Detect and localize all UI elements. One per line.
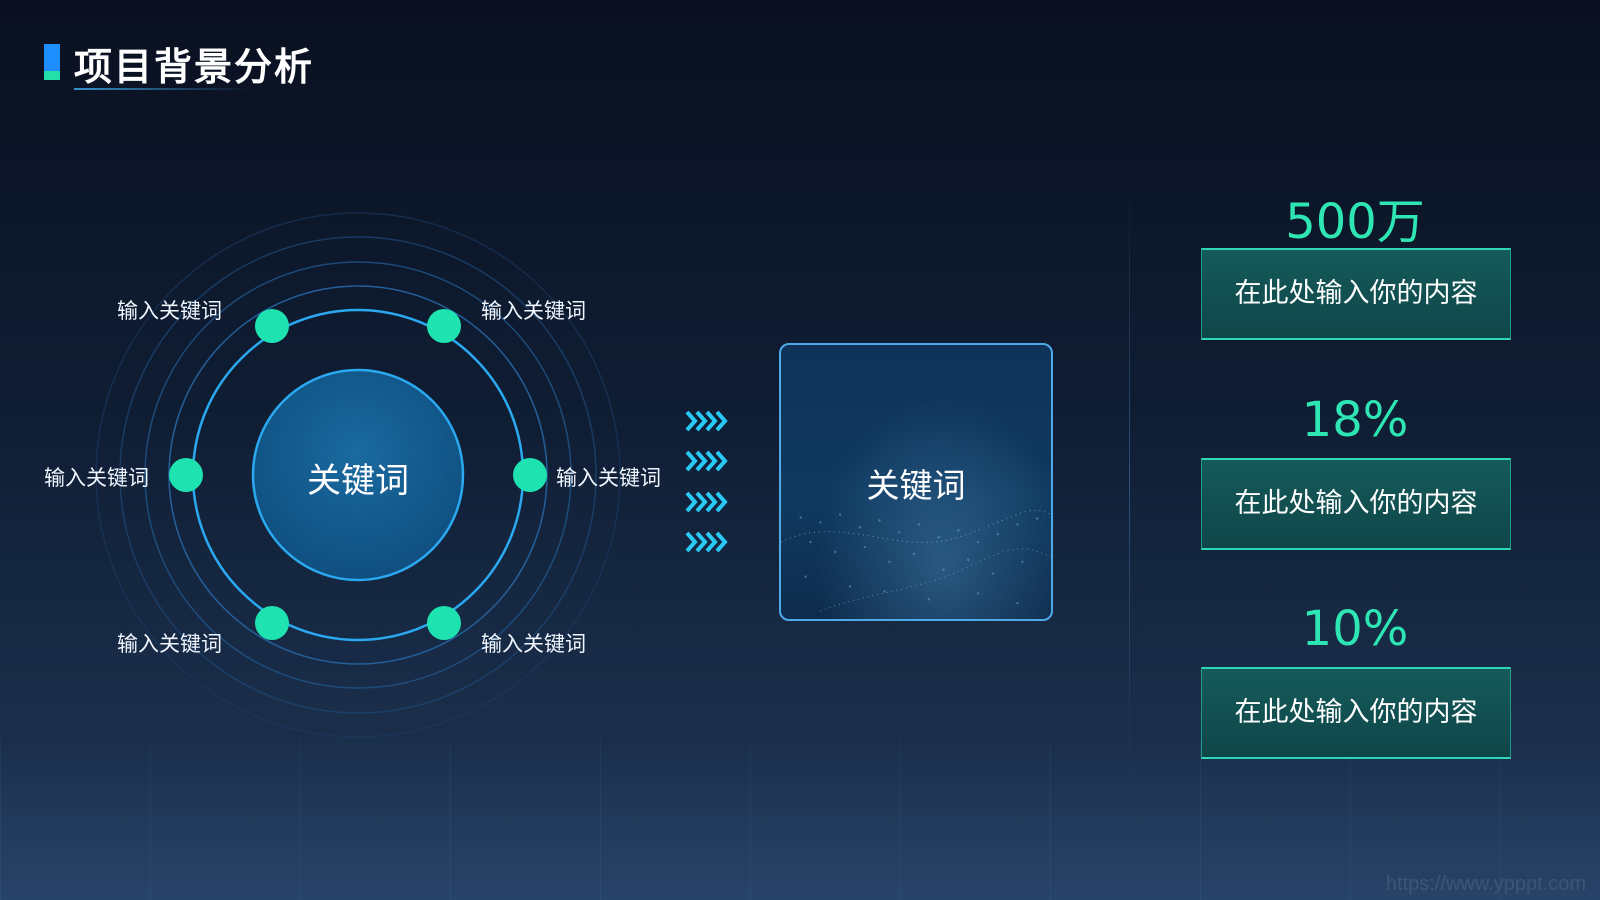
stat-value-3: 10% — [1301, 601, 1409, 657]
vertical-divider — [1129, 172, 1130, 787]
stat-value-1: 500万 — [1285, 194, 1425, 250]
keyword-label-top-left: 输入关键词 — [117, 299, 222, 323]
card-keyword: 关键词 — [866, 466, 966, 505]
title-underline — [74, 88, 249, 90]
keyword-label-top-right: 输入关键词 — [481, 299, 586, 323]
keyword-circle-diagram: 关键词 — [80, 200, 640, 750]
stat-box-2: 在此处输入你的内容 — [1201, 458, 1511, 550]
chevron-right-icon — [685, 409, 733, 437]
outer-ring-4 — [119, 236, 597, 714]
keyword-node — [255, 606, 289, 640]
keyword-label-right: 输入关键词 — [556, 466, 661, 490]
keyword-label-left: 输入关键词 — [44, 466, 149, 490]
keyword-node — [513, 458, 547, 492]
stat-box-1: 在此处输入你的内容 — [1201, 248, 1511, 340]
stat-value-2: 18% — [1301, 392, 1409, 448]
outer-ring-3 — [144, 261, 572, 689]
keyword-node — [169, 458, 203, 492]
outer-ring-5 — [95, 212, 621, 738]
chevron-right-icon — [685, 449, 733, 477]
center-keyword: 关键词 — [307, 461, 409, 501]
keyword-label-bottom-right: 输入关键词 — [481, 632, 586, 656]
keyword-card: 关键词 — [779, 343, 1053, 621]
chevron-right-icon — [685, 490, 733, 518]
center-circle — [251, 368, 465, 582]
particle-wave-decoration — [781, 509, 1051, 612]
watermark: https://www.ypppt.com — [1385, 873, 1586, 895]
keyword-label-bottom-left: 输入关键词 — [117, 632, 222, 656]
background-floor — [0, 740, 1600, 900]
stat-box-3: 在此处输入你的内容 — [1201, 667, 1511, 759]
chevron-right-icon — [685, 530, 733, 558]
title-accent-bar — [44, 44, 60, 80]
page-title: 项目背景分析 — [74, 45, 315, 89]
keyword-node — [427, 309, 461, 343]
keyword-node — [255, 309, 289, 343]
circle-rings — [95, 212, 621, 738]
keyword-node — [427, 606, 461, 640]
